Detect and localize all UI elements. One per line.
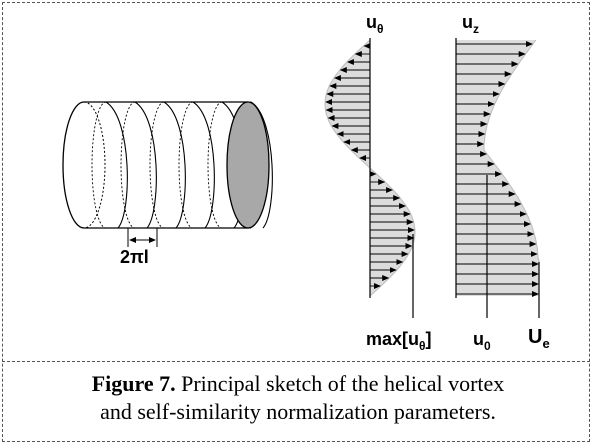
caption-line-1: Figure 7. Principal sketch of the helica… xyxy=(0,370,596,398)
helix-rear-segment xyxy=(149,101,165,229)
helix-rear-segment xyxy=(178,101,194,229)
helix-rear-segment xyxy=(207,101,223,229)
cylinder-end-cap xyxy=(226,101,270,229)
u-z-arrows xyxy=(456,41,539,297)
u-theta-profile: uθ max[uθ] xyxy=(324,12,432,353)
u0-label: u0 xyxy=(473,329,491,353)
u-theta-label: uθ xyxy=(366,12,384,36)
u-theta-arrows xyxy=(325,43,415,289)
helix-front-segment xyxy=(163,101,186,229)
pitch-label: 2πl xyxy=(120,247,149,267)
pitch-dimension: 2πl xyxy=(120,228,158,267)
helix-front-segment xyxy=(105,101,128,229)
caption-line-2: and self-similarity normalization parame… xyxy=(100,399,496,424)
figure-label: Figure 7. xyxy=(91,371,176,396)
u-z-label: uz xyxy=(462,12,479,36)
caption-text-1: Principal sketch of the helical vortex xyxy=(175,371,505,396)
helical-vortex-sketch: 2πl uθ max[uθ] uz u0 Ue xyxy=(62,12,550,353)
max-u-theta-label: max[uθ] xyxy=(366,329,432,353)
helix-front-segment xyxy=(192,101,215,229)
helix-rear-segment xyxy=(120,101,136,229)
u-z-profile: uz u0 Ue xyxy=(455,12,550,353)
ue-label: Ue xyxy=(528,326,550,351)
caption-divider xyxy=(2,361,590,362)
figure-frame xyxy=(2,2,590,442)
helix-front-segment xyxy=(134,101,157,229)
figure-caption: Figure 7. Principal sketch of the helica… xyxy=(0,370,596,426)
helix-rear-segment xyxy=(91,101,107,229)
cylinder xyxy=(62,101,273,229)
